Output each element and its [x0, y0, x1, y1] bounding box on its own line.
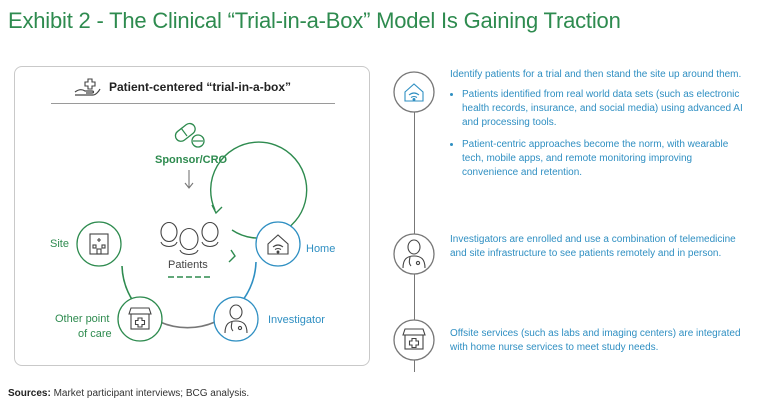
other-care-node — [117, 296, 163, 342]
page-title: Exhibit 2 - The Clinical “Trial-in-a-Box… — [8, 8, 621, 33]
trial-in-a-box-panel: Patient-centered “trial-in-a-box” — [14, 66, 370, 366]
site-node — [76, 221, 122, 267]
hand-cross-icon — [74, 78, 101, 96]
block-identify: Identify patients for a trial and then s… — [450, 68, 750, 188]
pills-icon — [174, 122, 205, 148]
sources-text: Market participant interviews; BCG analy… — [50, 388, 250, 399]
ring-arc-othercare-investigator — [159, 321, 216, 329]
timeline-node-clinic — [393, 319, 435, 361]
other-care-label-line2: of care — [78, 328, 112, 340]
sources-label: Sources: — [8, 388, 51, 399]
bullet-real-world-data: Patients identified from real world data… — [462, 88, 750, 130]
block-investigators: Investigators are enrolled and use a com… — [450, 233, 740, 261]
block-offsite-text: Offsite services (such as labs and imagi… — [450, 328, 741, 353]
timeline-doctor-icon — [402, 239, 426, 269]
ring-arc-investigator-home — [242, 261, 257, 301]
patients-label: Patients — [168, 259, 208, 271]
panel-divider — [51, 103, 335, 104]
timeline-home-wifi-icon — [404, 83, 424, 102]
site-label: Site — [50, 238, 69, 250]
sponsor-label: Sponsor/CRO — [155, 154, 228, 166]
block-offsite: Offsite services (such as labs and imagi… — [450, 327, 750, 355]
block-identify-bullets: Patients identified from real world data… — [450, 88, 750, 180]
clinic-store-icon — [128, 307, 152, 330]
block-investigators-text: Investigators are enrolled and use a com… — [450, 234, 736, 259]
bullet-patient-centric: Patient-centric approaches become the no… — [462, 138, 750, 180]
panel-heading: Patient-centered “trial-in-a-box” — [109, 80, 292, 94]
patients-icon — [160, 221, 219, 256]
panel-header: Patient-centered “trial-in-a-box” — [73, 77, 291, 97]
doctor-icon — [224, 304, 248, 334]
hospital-building-icon — [89, 233, 109, 255]
home-label: Home — [306, 243, 336, 255]
timeline-clinic-icon — [402, 328, 426, 350]
sources-note: Sources: Market participant interviews; … — [8, 388, 249, 399]
home-node — [255, 221, 301, 267]
other-care-label-line1: Other point — [55, 313, 110, 325]
home-wifi-icon — [267, 234, 289, 255]
inner-cycle-arrowhead-top — [211, 204, 223, 215]
inner-cycle-arrowhead-right — [228, 249, 236, 263]
timeline-node-home — [393, 71, 435, 113]
investigator-label: Investigator — [268, 314, 325, 326]
block-identify-text: Identify patients for a trial and then s… — [450, 69, 742, 80]
